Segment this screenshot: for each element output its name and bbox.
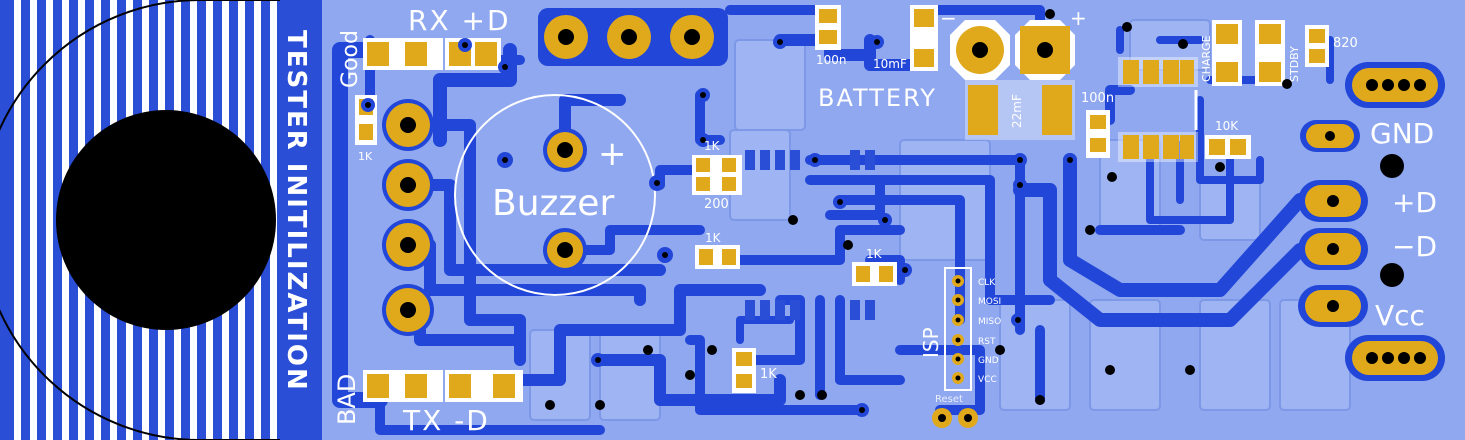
label-c-100n-b: 100n [1081,91,1114,106]
isp-header [944,267,972,391]
usb-label-minus-d: −D [1392,230,1437,263]
title-band [280,0,320,440]
label-buzzer: Buzzer [492,183,614,224]
usb-label-vcc: Vcc [1375,299,1425,332]
label-bad: BAD [333,374,361,425]
ic-footprint [745,150,875,320]
label-c-100n-a: 100n [816,53,847,67]
usb-pads [1298,62,1445,381]
usb-label-plus-d: +D [1392,186,1437,219]
label-rx-d: RX +D [408,4,511,37]
label-tx-d: TX -D [402,404,490,437]
label-c-22mf: 22mF [1010,94,1024,128]
usb-label-gnd: GND [1370,117,1434,150]
label-r-1k-c: 1K [866,247,883,261]
label-battery-minus: − [940,6,957,30]
buzzer [454,94,656,296]
isp-pin-mosi: MOSI [978,297,1001,307]
label-battery-plus: + [1070,6,1087,30]
label-buzzer-plus: + [598,134,627,174]
vias [361,9,1292,417]
label-r-1k-d: 1K [760,367,777,382]
label-charge: CHARGE [1200,35,1213,82]
label-good: Good [338,30,363,88]
isp-pin-gnd: GND [978,356,999,366]
label-battery: BATTERY [818,84,937,112]
label-isp: ISP [919,327,943,358]
isp-pin-vcc: VCC [978,375,997,385]
isp-pin-rst: RST [978,337,996,347]
label-stdby: STDBY [1288,46,1301,82]
label-reset: Reset [935,394,963,405]
label-r-1k-b: 1K [705,231,722,245]
label-c-10mf: 10mF [873,57,907,71]
label-r-10k: 10K [1215,119,1239,133]
reset-pads [932,408,978,428]
label-r-820: 820 [1333,36,1358,51]
mounting-hole [56,110,276,330]
outline-arc [0,0,280,440]
isp-pin-clk: CLK [978,278,996,288]
board-title: TESTER INITILIZATION [281,30,311,392]
smd-parts [355,5,1329,402]
isp-pin-miso: MISO [978,317,1001,327]
label-r-1k-a: 1K [704,139,721,153]
battery-pads [950,20,1075,80]
label-r-good: 1K [358,150,373,163]
label-r-200: 200 [704,197,729,212]
header-pads-left [382,99,434,336]
header-pads-top [538,8,728,66]
